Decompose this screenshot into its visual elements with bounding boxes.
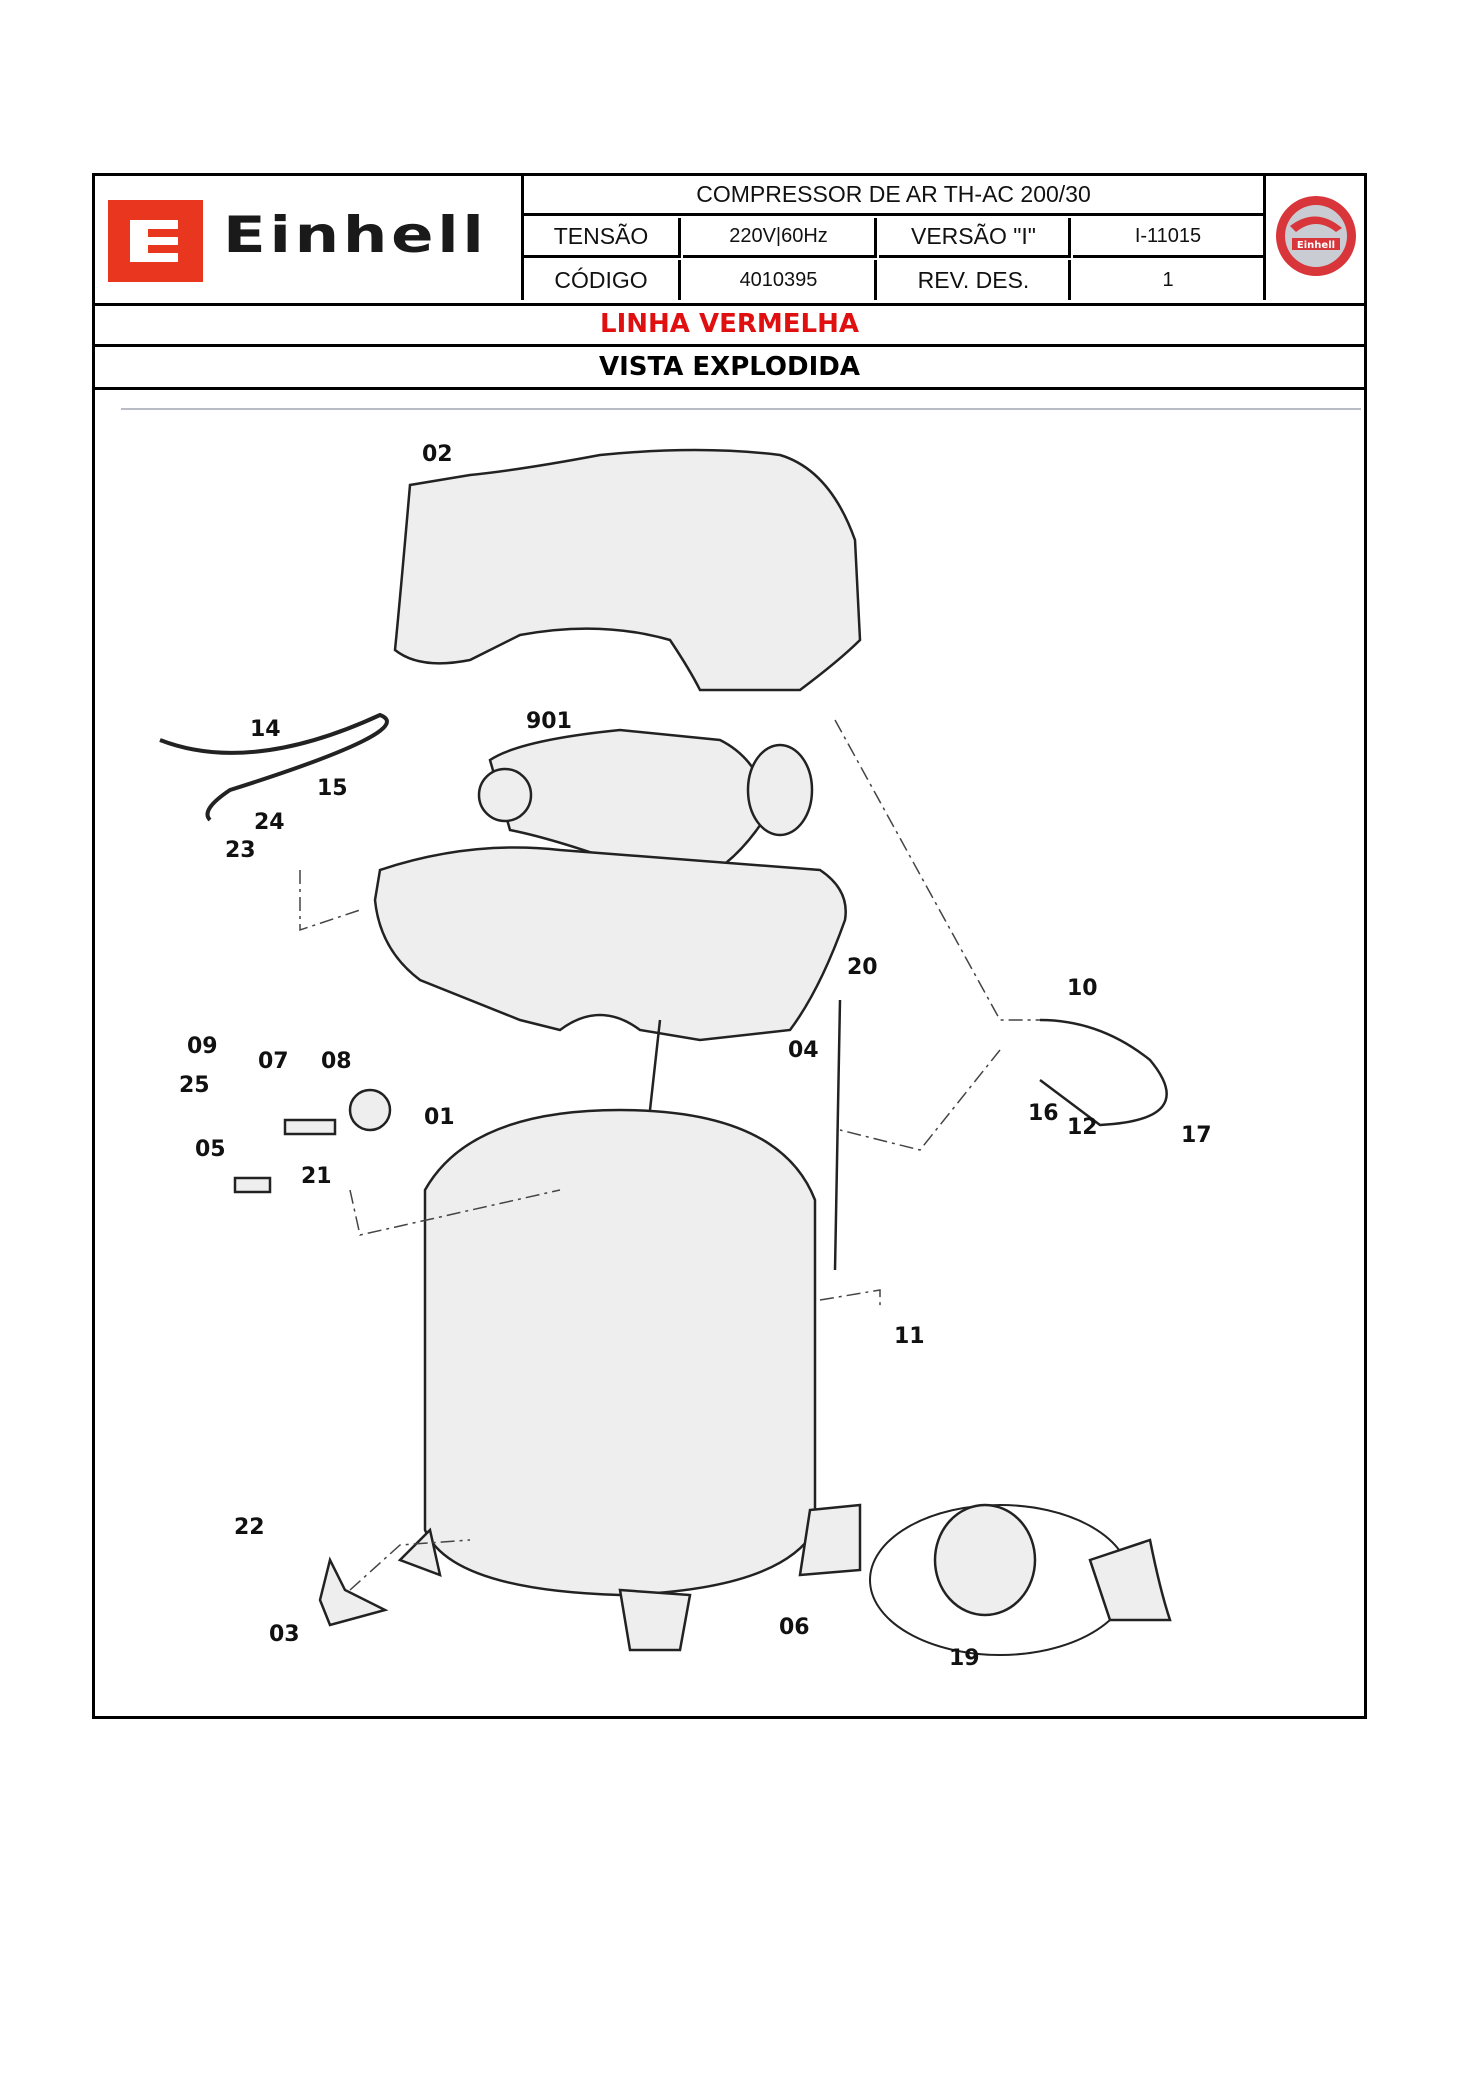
voltage-label: TENSÃO bbox=[524, 218, 681, 258]
part-label: 11 bbox=[894, 1324, 925, 1349]
part-label: 09 bbox=[187, 1034, 218, 1059]
part-label: 07 bbox=[258, 1049, 289, 1074]
einhell-e-icon bbox=[108, 200, 203, 282]
code-label: CÓDIGO bbox=[524, 260, 681, 300]
shroud-part bbox=[393, 448, 862, 692]
section-title: VISTA EXPLODIDA bbox=[95, 347, 1364, 390]
part-label: 23 bbox=[225, 838, 256, 863]
part-label: 02 bbox=[422, 442, 453, 467]
base-part bbox=[373, 846, 847, 1042]
part-label: 03 bbox=[269, 1622, 300, 1647]
part-label: 14 bbox=[250, 717, 281, 742]
part-label: 901 bbox=[526, 709, 572, 734]
tank-part bbox=[423, 1108, 817, 1597]
revision-label: REV. DES. bbox=[879, 260, 1071, 300]
voltage-value: 220V|60Hz bbox=[683, 218, 877, 258]
divider bbox=[121, 408, 1361, 410]
revision-value: 1 bbox=[1162, 268, 1174, 291]
part-label: 16 bbox=[1028, 1101, 1059, 1126]
part-label: 21 bbox=[301, 1164, 332, 1189]
parts-sheet: Einhell COMPRESSOR DE AR TH-AC 200/30 TE… bbox=[92, 173, 1367, 1719]
part-labels: 02 14 901 15 24 23 20 10 09 07 08 25 04 … bbox=[179, 442, 1212, 1671]
authorized-service-seal: Einhell bbox=[1263, 176, 1367, 300]
part-label: 17 bbox=[1181, 1123, 1212, 1148]
version-value: I-11015 bbox=[1073, 218, 1263, 258]
part-label: 15 bbox=[317, 776, 348, 801]
part-label: 22 bbox=[234, 1515, 265, 1540]
part-label: 19 bbox=[949, 1646, 980, 1671]
product-title: COMPRESSOR DE AR TH-AC 200/30 bbox=[524, 176, 1263, 216]
part-label: 08 bbox=[321, 1049, 352, 1074]
brand-logo: Einhell bbox=[223, 206, 488, 264]
product-line: LINHA VERMELHA bbox=[95, 303, 1364, 347]
part-label: 20 bbox=[847, 955, 878, 980]
part-label: 04 bbox=[788, 1038, 819, 1063]
logo-cell: Einhell bbox=[95, 176, 524, 300]
version-label: VERSÃO "I" bbox=[879, 218, 1071, 258]
part-label: 12 bbox=[1067, 1115, 1098, 1140]
header-table: Einhell COMPRESSOR DE AR TH-AC 200/30 TE… bbox=[95, 176, 1364, 306]
part-label: 01 bbox=[424, 1105, 455, 1130]
part-label: 06 bbox=[779, 1615, 810, 1640]
code-value: 4010395 bbox=[683, 260, 877, 300]
part-label: 24 bbox=[254, 810, 285, 835]
part-label: 05 bbox=[195, 1137, 226, 1162]
part-label: 10 bbox=[1067, 976, 1098, 1001]
svg-text:Einhell: Einhell bbox=[1297, 240, 1335, 251]
part-label: 25 bbox=[179, 1073, 210, 1098]
